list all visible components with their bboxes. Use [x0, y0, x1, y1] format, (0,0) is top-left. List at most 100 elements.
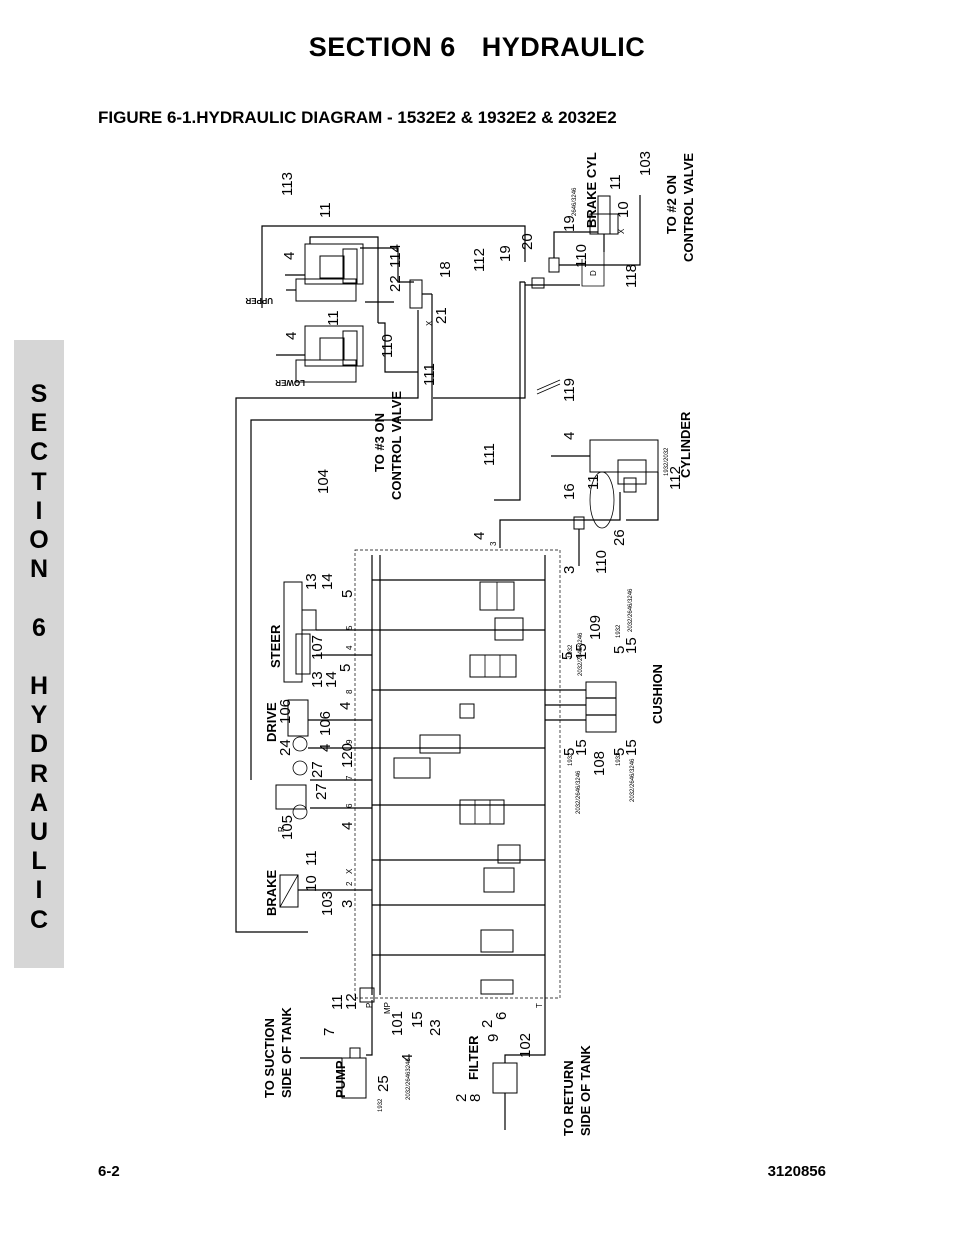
to-3-line1: TO #3 ON [372, 413, 387, 472]
callout-number: 110 [593, 550, 610, 574]
callout-number: 3 [561, 566, 578, 574]
port-mark: P [365, 1003, 374, 1008]
to-2-line1: TO #2 ON [664, 175, 679, 234]
side-tab-letter: A [29, 788, 49, 817]
port-mark: 7 [345, 775, 354, 780]
side-tab-letter: R [29, 759, 49, 788]
steer-label: STEER [268, 624, 283, 668]
callout-number: 3 [339, 900, 356, 908]
callout-number: 23 [427, 1019, 444, 1036]
callout-number: 4 [281, 252, 298, 260]
callout-number: 109 [587, 615, 604, 640]
model-note: 1932 [568, 644, 574, 658]
side-tab-letter: S [30, 380, 48, 408]
drive-motors [275, 699, 372, 820]
side-tab-letter: T [31, 467, 47, 496]
callout-number: 10 [303, 875, 320, 892]
side-tab-letter: E [30, 409, 48, 438]
callout-number: 4 [317, 744, 334, 752]
callout-number: 15 [409, 1011, 426, 1028]
callout-number: 4 [399, 1054, 416, 1062]
port-mark: X [345, 868, 354, 874]
callout-number: 7 [321, 1028, 338, 1036]
callout-number: 4 [471, 532, 488, 540]
to-2-line2: CONTROL VALVE [681, 153, 696, 262]
brake-actuator [279, 874, 372, 908]
callout-number: 110 [379, 334, 396, 358]
port-mark: 3 [489, 541, 498, 546]
callout-number: 103 [637, 151, 654, 176]
cushion-block [545, 681, 617, 733]
callout-number: 108 [591, 751, 608, 776]
steer-cylinder [283, 581, 372, 683]
callout-number: 112 [471, 248, 488, 272]
cylinder-label: CYLINDER [678, 411, 693, 478]
side-tab-letter: D [29, 730, 49, 759]
callout-number: 111 [421, 363, 438, 386]
lower-lift-cylinder [276, 325, 364, 383]
callout-number: 4 [339, 822, 356, 830]
side-tab-letter: C [29, 438, 49, 467]
callout-number: 26 [611, 529, 628, 546]
brake-cyl-label: BRAKE CYL [584, 152, 599, 228]
callout-number: 11 [607, 174, 624, 190]
callout-number: 13 [303, 573, 320, 590]
callout-number: 10 [615, 201, 632, 218]
model-note: 2646/3246 [572, 187, 578, 216]
callout-number: 105 [279, 815, 296, 840]
callout-number: 11 [303, 850, 320, 866]
lift-circuit-lines [235, 225, 526, 933]
side-tab-letter: L [31, 847, 47, 876]
callout-number: 11 [585, 474, 602, 490]
upper-lift-cylinder [285, 243, 364, 302]
upper-label: UPPER [245, 296, 273, 305]
port-mark: 9 [345, 739, 354, 744]
callout-number: 5 [611, 646, 628, 654]
callout-number: 106 [317, 711, 334, 736]
callout-number: 15 [623, 637, 640, 654]
callout-number: 12 [343, 993, 360, 1010]
callout-number: 102 [517, 1033, 534, 1058]
port-mark: MP [383, 1002, 392, 1014]
callout-number: 21 [433, 307, 450, 324]
line-119 [536, 379, 561, 395]
callout-number: 4 [337, 702, 354, 710]
callout-number: 111 [481, 443, 498, 466]
callout-number: 113 [279, 172, 296, 196]
callout-number: 103 [319, 891, 336, 916]
model-note: 1932/2032 [664, 447, 670, 476]
callout-number: 15 [573, 739, 590, 756]
callout-number: 20 [519, 233, 536, 250]
model-note: 2032/2646/3246 [576, 770, 582, 814]
port-mark: 8 [345, 689, 354, 694]
callout-number: 14 [319, 573, 336, 590]
callout-number: 11 [329, 994, 346, 1010]
brake-label: BRAKE [264, 869, 279, 916]
callout-number: 4 [561, 432, 578, 440]
port-mark: X [617, 228, 626, 234]
side-tab-letter: I [35, 496, 43, 525]
callout-number: 13 [309, 671, 326, 688]
callout-number: 22 [387, 275, 404, 292]
callout-number: 25 [375, 1075, 392, 1092]
callout-number: 16 [561, 483, 578, 500]
page-number: 6-2 [98, 1163, 120, 1180]
section-name: HYDRAULIC [481, 32, 646, 62]
callout-number: 27 [313, 783, 330, 800]
section-number: SECTION 6 [308, 32, 456, 62]
callout-number: 5 [611, 748, 628, 756]
callout-number: 114 [387, 244, 404, 268]
callout-number: 119 [561, 378, 578, 402]
side-tab-letter: H [29, 672, 49, 701]
callout-number: 2 [453, 1094, 470, 1102]
port-mark: 6 [345, 803, 354, 808]
callout-number: 11 [325, 310, 342, 326]
figure-title: FIGURE 6-1.HYDRAULIC DIAGRAM - 1532E2 & … [98, 108, 617, 127]
callout-number: 19 [497, 245, 514, 262]
side-tab-letter: I [35, 876, 43, 905]
